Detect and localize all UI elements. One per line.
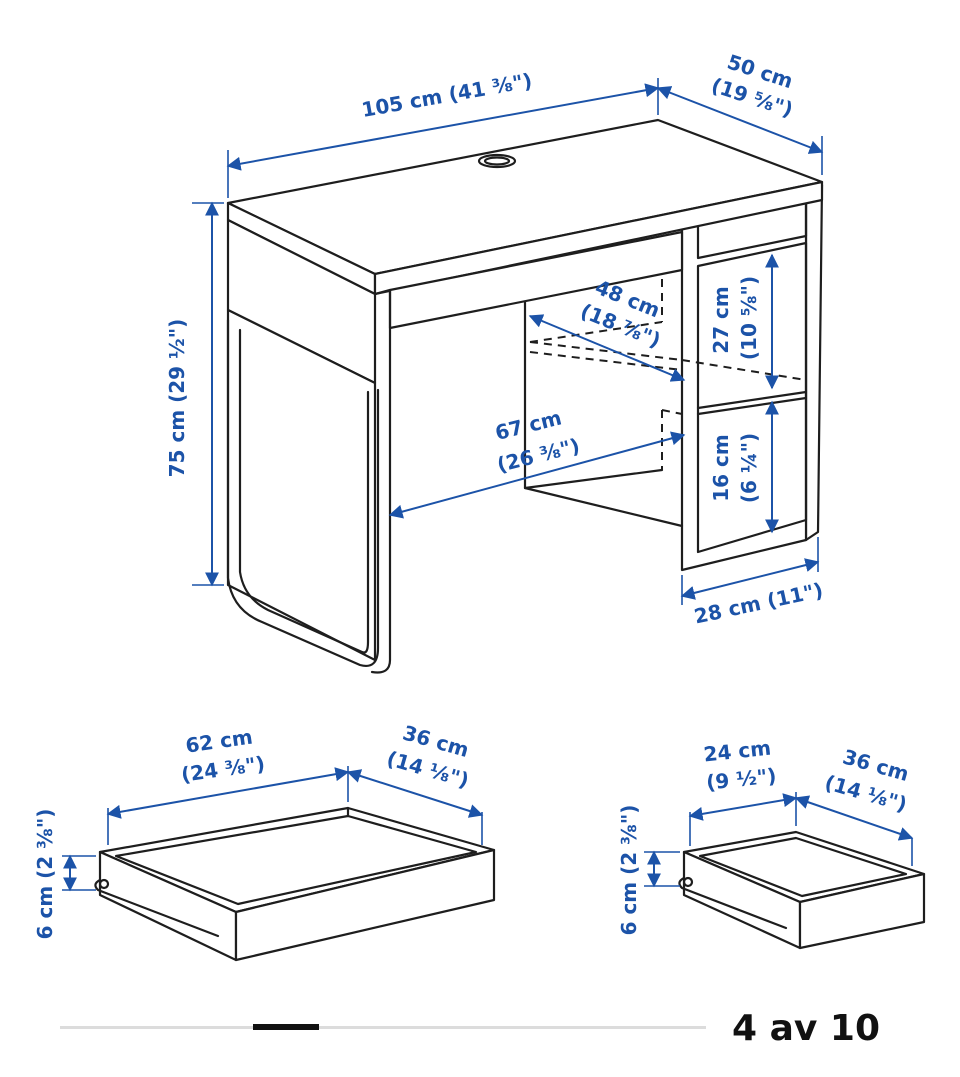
dimension-diagram: 105 cm (41 ⅜") 50 cm (19 ⅝") 75 cm (29 ½… (33, 50, 926, 962)
label-desk-width: 105 cm (41 ⅜") (360, 68, 534, 122)
label-large-drawer-height: 6 cm (2 ⅜") (33, 809, 57, 940)
label-desk-height: 75 cm (29 ½") (165, 319, 189, 478)
label-cabinet-depth: 28 cm (11") (692, 578, 825, 629)
label-lower-height-cm: 16 cm (709, 434, 733, 502)
label-upper-height-in: (10 ⅝") (737, 276, 761, 360)
desk-illustration (226, 118, 824, 674)
label-upper-height-cm: 27 cm (709, 286, 733, 354)
small-drawer-dimensions: 24 cm (9 ½") 36 cm (14 ⅛") 6 cm (2 ⅜") (617, 736, 914, 936)
label-small-drawer-width-in: (9 ½") (705, 763, 777, 794)
pager-thumb[interactable] (253, 1024, 319, 1030)
label-small-drawer-width-cm: 24 cm (702, 736, 772, 767)
pager-track[interactable] (60, 1026, 706, 1029)
label-lower-height-in: (6 ¼") (737, 433, 761, 503)
label-small-drawer-height: 6 cm (2 ⅜") (617, 805, 641, 936)
label-large-drawer-width-cm: 62 cm (184, 724, 254, 757)
image-pager: 4 av 10 (0, 1000, 960, 1077)
large-drawer-illustration (94, 806, 496, 962)
small-drawer-illustration (678, 830, 926, 950)
pager-counter: 4 av 10 (732, 1008, 880, 1049)
